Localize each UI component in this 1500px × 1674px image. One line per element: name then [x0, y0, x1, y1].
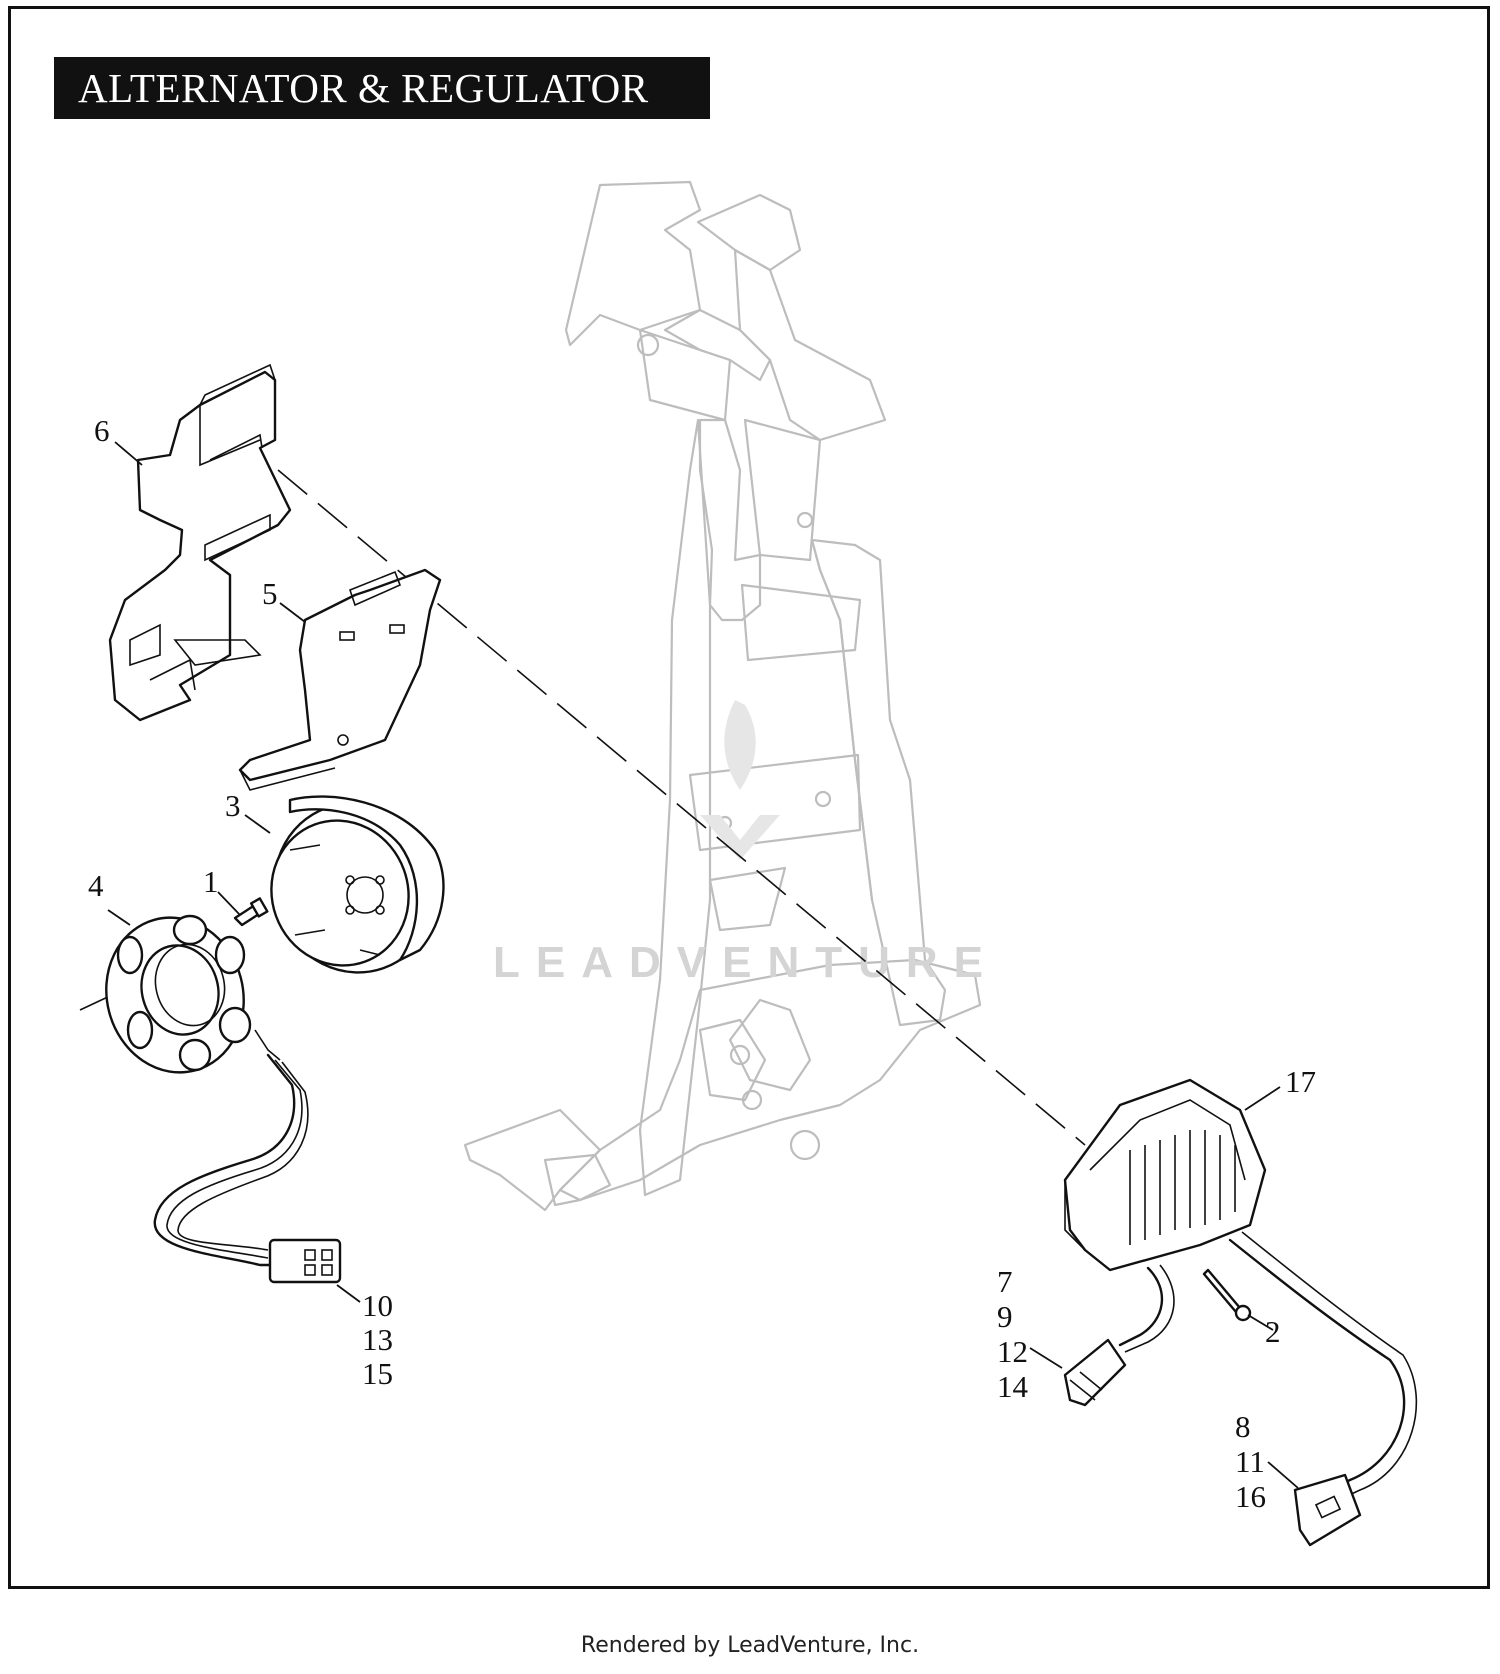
callout-8: 8: [1235, 1409, 1251, 1444]
part-6-bracket: [108, 363, 292, 722]
part-17-regulator: [1063, 1078, 1418, 1547]
part-5-plate: [238, 568, 442, 791]
leader-lines: [107, 441, 1299, 1489]
part-1-bolt: [233, 897, 269, 927]
watermark-logo: [700, 700, 780, 860]
callout-9: 9: [997, 1299, 1013, 1334]
callout-12: 12: [997, 1334, 1028, 1369]
callout-11: 11: [1235, 1444, 1265, 1479]
callout-13: 13: [362, 1322, 393, 1357]
callout-6: 6: [94, 413, 110, 448]
part-3-rotor: [270, 795, 445, 974]
diagram-title: ALTERNATOR & REGULATOR: [54, 57, 710, 119]
part-2-bolt: [1202, 1268, 1252, 1322]
callout-15: 15: [362, 1356, 393, 1391]
callout-group-7-9-12-14: 7 9 12 14: [997, 1264, 1029, 1404]
frame-ghost: [463, 180, 982, 1212]
watermark-text: LEADVENTURE: [493, 938, 999, 987]
callout-5: 5: [262, 576, 278, 611]
callout-14: 14: [997, 1369, 1029, 1404]
callout-3: 3: [225, 788, 241, 823]
callout-2: 2: [1265, 1314, 1281, 1349]
assembly-axis: [277, 469, 1086, 1146]
callout-group-10-13-15: 10 13 15: [362, 1288, 393, 1391]
part-4-stator: [105, 914, 342, 1284]
callout-7: 7: [997, 1264, 1013, 1299]
callout-1: 1: [203, 864, 219, 899]
callout-4: 4: [88, 868, 104, 903]
callout-17: 17: [1285, 1064, 1316, 1099]
callout-16: 16: [1235, 1479, 1266, 1514]
callout-10: 10: [362, 1288, 393, 1323]
footer-credit: Rendered by LeadVenture, Inc.: [580, 1633, 920, 1658]
diagram-border: [8, 6, 1490, 1589]
callout-group-8-11-16: 8 11 16: [1235, 1409, 1266, 1514]
